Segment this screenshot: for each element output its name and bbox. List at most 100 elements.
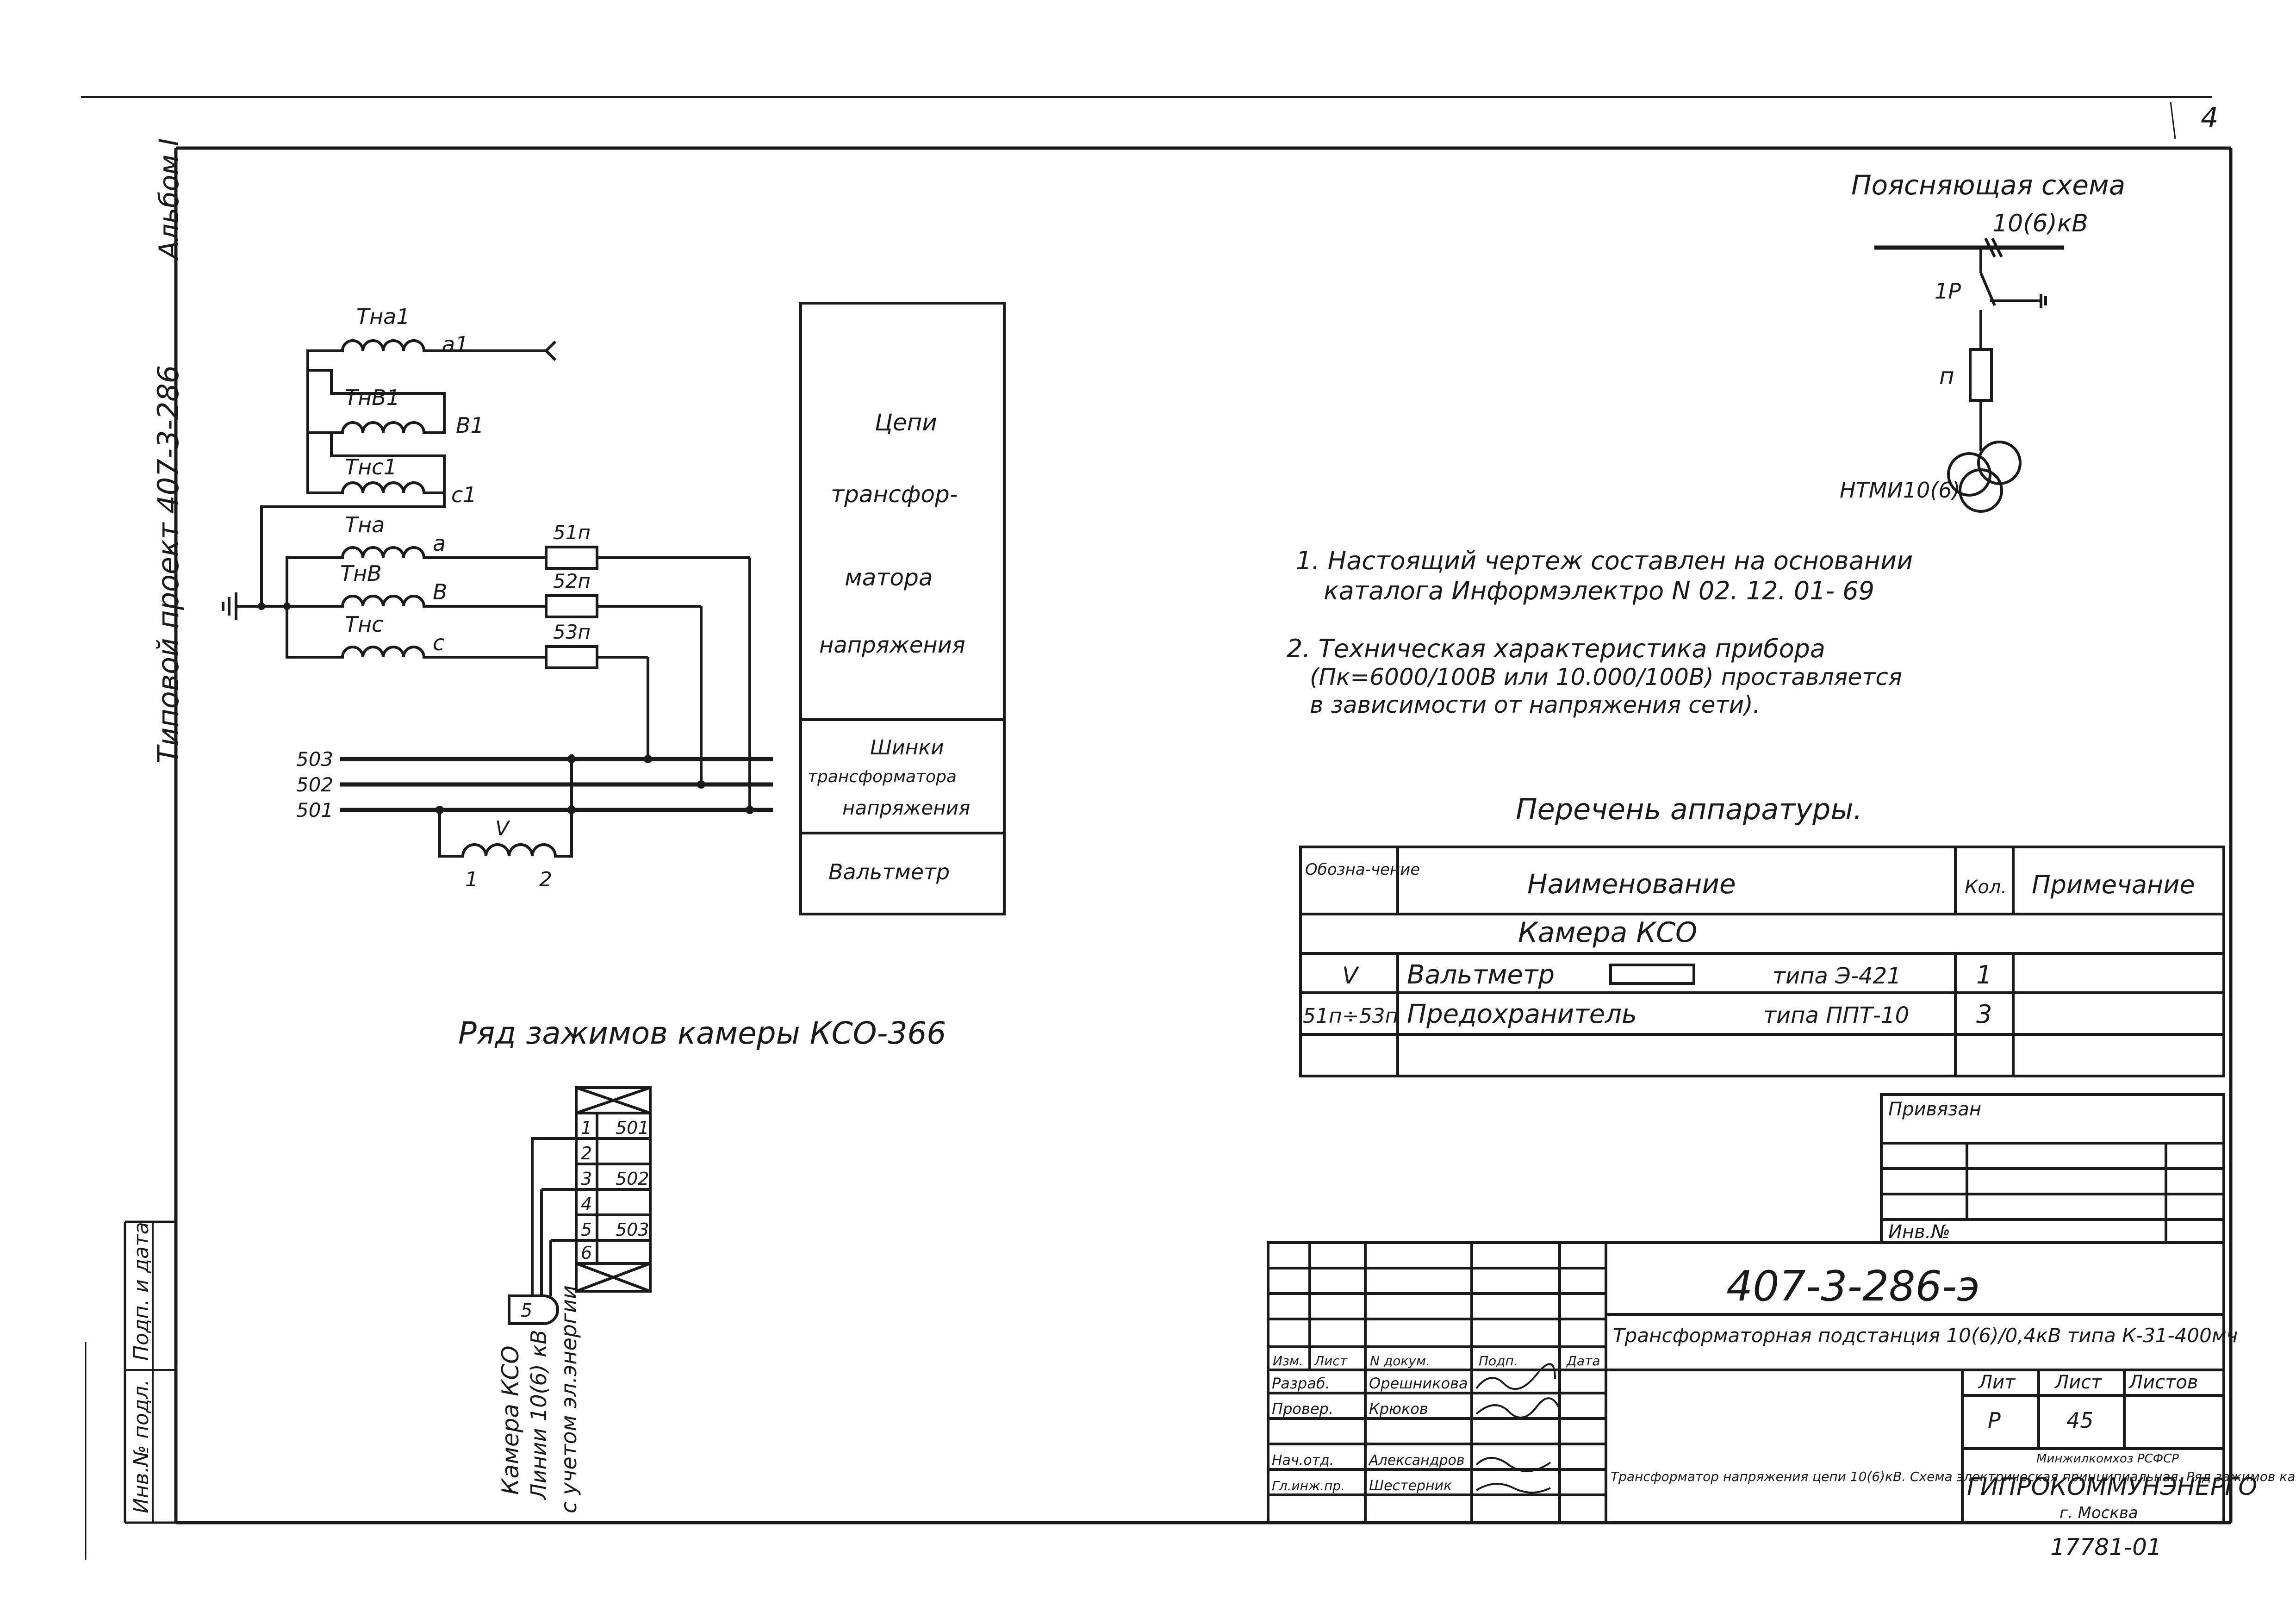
bus-label-503: 503 [296, 748, 333, 771]
equipment-table-title: Перечень аппаратуры. [1516, 792, 1862, 826]
winding-name-c1: Тнс1 [345, 454, 397, 479]
stage-value: Р [1988, 1408, 2001, 1433]
table-header-name: Наименование [1527, 868, 1736, 900]
terminal-num-3: 3 [581, 1169, 592, 1189]
sheet-value: 45 [2066, 1408, 2094, 1433]
privyazan-label: Привязан [1888, 1099, 1981, 1120]
project-title: Трансформаторная подстанция 10(6)/0,4кВ … [1613, 1324, 2238, 1347]
winding-name-a: Тна [345, 512, 385, 537]
note-2-line-1: 2. Техническая характеристика прибора [1287, 634, 1825, 663]
terminal-block [508, 1086, 652, 1325]
note-1-line-2: каталога Информэлектро N 02. 12. 01- 69 [1324, 576, 1874, 605]
side-stamp-inv: Инв.№ подл. [130, 1379, 153, 1513]
privyazan-inv-label: Инв.№ [1888, 1221, 1950, 1243]
terminal-label-3: 502 [616, 1169, 649, 1189]
legend-line-2: трансфор- [831, 481, 958, 508]
sheet-label: Лист [2054, 1372, 2103, 1393]
stage-label: Лит [1978, 1372, 2016, 1393]
col-header-izm: Изм. [1273, 1353, 1303, 1369]
winding-terminal-a1: а1 [442, 332, 468, 357]
table-row-1-qty: 1 [1976, 960, 1992, 989]
table-header-note: Примечание [2032, 870, 2195, 899]
legend-voltmeter: Вальтметр [828, 859, 950, 884]
terminal-side-label-2: Линии 10(6) кВ [526, 1330, 551, 1500]
fuse-label-52: 52п [553, 570, 591, 592]
title-block [1267, 1241, 2225, 1524]
winding-terminal-c1: с1 [451, 482, 477, 507]
table-row-2-type: типа ППТ-10 [1763, 1002, 1909, 1028]
legend-box [799, 302, 1006, 915]
table-header-qty: Кол. [1965, 877, 2007, 898]
staff-name-4: Александров [1368, 1452, 1465, 1468]
note-2-line-3: в зависимости от напряжения сети). [1310, 691, 1761, 718]
voltmeter-label: V [495, 817, 510, 840]
staff-role-1: Разраб. [1272, 1375, 1330, 1392]
col-header-date: Дата [1566, 1353, 1600, 1369]
voltmeter-pin2: 2 [539, 868, 552, 891]
drawing-code: 407-3-286-э [1726, 1262, 1980, 1311]
legend-line-3: матора [845, 564, 933, 591]
note-2-line-2: (Пк=6000/100В или 10.000/100В) проставля… [1310, 664, 1902, 691]
drawing-frame [81, 96, 2233, 1560]
table-row-2-name: Предохранитель [1407, 999, 1637, 1029]
explanatory-voltage: 10(6)кВ [1992, 210, 2088, 237]
winding-terminal-b1: В1 [456, 413, 484, 438]
side-project-label: Типовой проект 407-3-286 [151, 365, 185, 764]
explanatory-disconnector: 1Р [1935, 279, 1961, 304]
side-stamp-sign: Подп. и дата [130, 1222, 153, 1361]
explanatory-title: Поясняющая схема [1851, 169, 2125, 201]
col-header-sign: Подп. [1479, 1353, 1518, 1369]
table-group-row: Камера КСО [1518, 916, 1697, 949]
winding-name-b1: ТнВ1 [345, 385, 400, 410]
terminal-num-1: 1 [581, 1118, 592, 1138]
signatures [1475, 1363, 1561, 1493]
staff-name-2: Крюков [1369, 1400, 1428, 1418]
bus-label-501: 501 [296, 799, 333, 821]
staff-role-5: Гл.инж.пр. [1272, 1478, 1345, 1493]
org-name: ГИПРОКОММУНЭНЕРГО [1967, 1473, 2257, 1501]
legend-line-1: Цепи [875, 409, 937, 436]
staff-name-5: Шестерник [1369, 1478, 1452, 1494]
legend-line-4: напряжения [819, 632, 965, 658]
col-header-doc: N докум. [1370, 1353, 1430, 1369]
legend-bus-2: трансформатора [808, 767, 957, 786]
terminal-num-4: 4 [581, 1194, 592, 1214]
staff-name-1: Орешникова [1369, 1375, 1468, 1392]
winding-terminal-b: В [433, 579, 448, 604]
terminal-label-5: 503 [616, 1220, 649, 1240]
winding-terminal-a: а [433, 531, 446, 556]
equipment-table [1299, 846, 2225, 1077]
explanatory-diagram [1874, 237, 2064, 513]
table-row-1-name: Вальтметр [1407, 960, 1555, 990]
bus-label-502: 502 [296, 773, 333, 796]
staff-role-4: Нач.отд. [1272, 1452, 1334, 1468]
org-city: г. Москва [2060, 1504, 2138, 1522]
explanatory-transformer: НТМИ10(6) [1840, 478, 1960, 503]
table-row-2-designation: 51п÷53п [1303, 1004, 1398, 1028]
winding-name-a1: Тна1 [356, 304, 410, 329]
terminal-num-5: 5 [581, 1220, 592, 1240]
table-header-designation: Обозна-чение [1305, 860, 1420, 879]
legend-bus-3: напряжения [842, 796, 970, 819]
staff-role-2: Провер. [1272, 1400, 1333, 1418]
voltmeter-pin1: 1 [465, 868, 478, 891]
terminal-block-title: Ряд зажимов камеры КСО-366 [458, 1015, 946, 1051]
sheets-label: Листов [2128, 1372, 2198, 1393]
winding-terminal-c: с [433, 630, 444, 655]
note-1-line-1: 1. Настоящий чертеж составлен на основан… [1296, 546, 1913, 575]
fuse-label-53: 53п [553, 621, 591, 643]
terminal-side-label-3: с учетом эл.энергии [556, 1285, 581, 1513]
table-row-2-qty: 3 [1976, 1000, 1992, 1029]
terminal-num-2: 2 [581, 1143, 592, 1164]
explanatory-fuse: п [1939, 363, 1954, 390]
cable-mark: 5 [521, 1300, 532, 1321]
org-top: Минжилкомхоз РСФСР [2036, 1452, 2179, 1466]
fuse-label-51: 51п [553, 521, 591, 544]
side-album-label: Альбом I [153, 138, 185, 261]
terminal-side-label-1: Камера КСО [497, 1345, 524, 1495]
junction-dots [258, 603, 754, 814]
table-row-1-designation: V [1342, 962, 1360, 989]
table-row-1-type: типа Э-421 [1773, 963, 1901, 989]
bottom-number: 17781-01 [2050, 1534, 2162, 1561]
